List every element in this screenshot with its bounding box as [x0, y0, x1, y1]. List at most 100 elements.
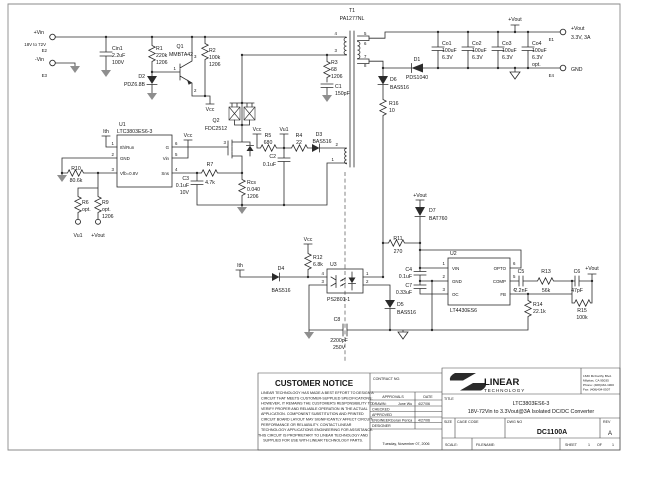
- c1-value: 150pF: [335, 91, 350, 97]
- u3-ref: U3: [330, 262, 337, 268]
- r4-ref: R4: [296, 133, 303, 139]
- r9-value: opt.: [102, 207, 111, 213]
- u2-num2: 2: [443, 274, 446, 279]
- q1-part: MMBTA42: [169, 52, 193, 58]
- c8-rating: 250V: [333, 345, 346, 351]
- u1-pin-g: G: [166, 145, 170, 150]
- r5-value: 680: [264, 140, 273, 146]
- sheet-total: 1: [612, 443, 614, 447]
- co1-value: 100uF: [442, 48, 457, 54]
- u2-num4: 4: [513, 287, 516, 292]
- title-label: TITLE: [444, 397, 454, 401]
- terminal-e2: [49, 33, 56, 41]
- notice-title: CUSTOMER NOTICE: [275, 379, 354, 388]
- c6-ref: C6: [574, 269, 581, 275]
- c5-ref: C5: [518, 269, 525, 275]
- sheet-current: 1: [588, 443, 590, 447]
- co2-value: 100uF: [472, 48, 487, 54]
- u2-num5: 5: [513, 274, 516, 279]
- junction-dots: [60, 30, 594, 332]
- cin1-rating: 100V: [112, 60, 125, 66]
- co1-ref: Co1: [442, 41, 452, 47]
- d7-part: BAT760: [429, 216, 447, 222]
- u2-pin-oc: OC: [452, 292, 459, 297]
- u1-part: LTC3803ES6-3: [117, 129, 152, 135]
- q1-ref: Q1: [177, 44, 184, 50]
- c4-ref: C4: [405, 267, 412, 273]
- d6-part: BAS516: [390, 85, 409, 91]
- terminal-e4: [559, 64, 567, 72]
- u1-num5: 5: [175, 152, 178, 157]
- d1-ref: D1: [414, 57, 421, 63]
- engineer-date: 4/27/06: [418, 418, 430, 422]
- rev-label: REV: [603, 420, 611, 424]
- vin-plus-label: +Vin: [34, 30, 45, 36]
- dwg-no-label: DWG NO: [507, 420, 522, 424]
- cage-code-label: CAGE CODE: [457, 420, 479, 424]
- co4-opt: opt.: [532, 62, 541, 68]
- r10-value: 80.6k: [70, 178, 83, 184]
- d2-ref: D2: [138, 74, 145, 80]
- vout-plus-label: +Vout: [571, 26, 585, 32]
- notice-line-10: SUPPLIED FOR USE WITH LINEAR TECHNOLOGY …: [263, 439, 363, 443]
- title-part: LTC3803ES6-3: [513, 401, 550, 407]
- notice-line-8: TECHNOLOGY APPLICATIONS ENGINEERING FOR …: [261, 428, 373, 432]
- filename-label: FILENAME:: [476, 443, 495, 447]
- r15-ref: R15: [577, 308, 587, 314]
- co4-value: 100uF: [532, 48, 547, 54]
- r12-ref: R12: [313, 255, 323, 261]
- drawn-name: June Wu: [398, 402, 412, 406]
- print-date: Tuesday, November 07, 2006: [383, 442, 430, 446]
- r3-ref: R3: [331, 60, 338, 66]
- c6-value: 47pF: [571, 288, 583, 294]
- c2-value: 0.1uF: [263, 162, 276, 168]
- co3-ref: Co3: [502, 41, 512, 47]
- vout-flag-r15: +Vout: [585, 266, 599, 272]
- d3-ref: D3: [316, 132, 323, 138]
- vout-rating-label: 3.3V, 3A: [571, 35, 591, 41]
- linear-technology-logo: [449, 373, 487, 391]
- c1-ref: C1: [335, 84, 342, 90]
- ic-u2-body: [447, 257, 511, 306]
- vcc-flag-r12: Vcc: [304, 237, 313, 243]
- notice-line-3: HOWEVER, IT REMAINS THE CUSTOMER'S RESPO…: [261, 402, 373, 406]
- vu1-flag-c2: Vu1: [279, 127, 288, 133]
- rev-value: A: [608, 431, 612, 437]
- c8-ref: C8: [334, 317, 341, 323]
- c7-ref: C7: [405, 283, 412, 289]
- c8-value: 2200pF: [330, 338, 348, 344]
- engineer-name: Goran Perica: [391, 418, 412, 422]
- u2-ref: U2: [450, 251, 457, 257]
- title-block: [257, 367, 621, 451]
- c3-rating: 10V: [180, 190, 190, 196]
- notice-line-9: THIS CIRCUIT IS PROPRIETARY TO LINEAR TE…: [258, 433, 368, 437]
- r6-ref: R6: [82, 200, 89, 206]
- q1-pin1: 1: [174, 66, 177, 71]
- c3-ref: C3: [182, 176, 189, 182]
- t1-ref: T1: [349, 8, 355, 14]
- terminal-e3: [49, 59, 56, 67]
- d3-part: BAS516: [312, 139, 331, 145]
- u2-num3: 3: [443, 287, 446, 292]
- cin1-ref: Cin1: [112, 46, 123, 52]
- vout-terminal-r9: +Vout: [91, 233, 105, 239]
- r11-ref: R11: [393, 236, 402, 242]
- notice-line-4: VERIFY PROPER AND RELIABLE OPERATION IN …: [261, 407, 368, 411]
- u2-num6: 6: [513, 261, 516, 266]
- co2-ref: Co2: [472, 41, 482, 47]
- u2-part: LT4430ES6: [450, 308, 477, 314]
- dwg-no-value: DC1100A: [537, 429, 567, 436]
- co3-value: 100uF: [502, 48, 517, 54]
- engineer-label: ENGINEER:: [372, 418, 392, 422]
- co3-rating: 6.3V: [502, 55, 513, 61]
- r16-value: 10: [389, 108, 395, 114]
- q1-pin3: 3: [194, 54, 197, 59]
- u1-pin-gnd: GND: [120, 156, 130, 161]
- r7-ref: R7: [207, 162, 214, 168]
- r13-value: 56k: [542, 288, 551, 294]
- r3-value: 68: [331, 67, 337, 73]
- diode-symbols: [147, 63, 425, 308]
- u3-num3: 3: [322, 279, 325, 284]
- r6-value: opt.: [82, 207, 91, 213]
